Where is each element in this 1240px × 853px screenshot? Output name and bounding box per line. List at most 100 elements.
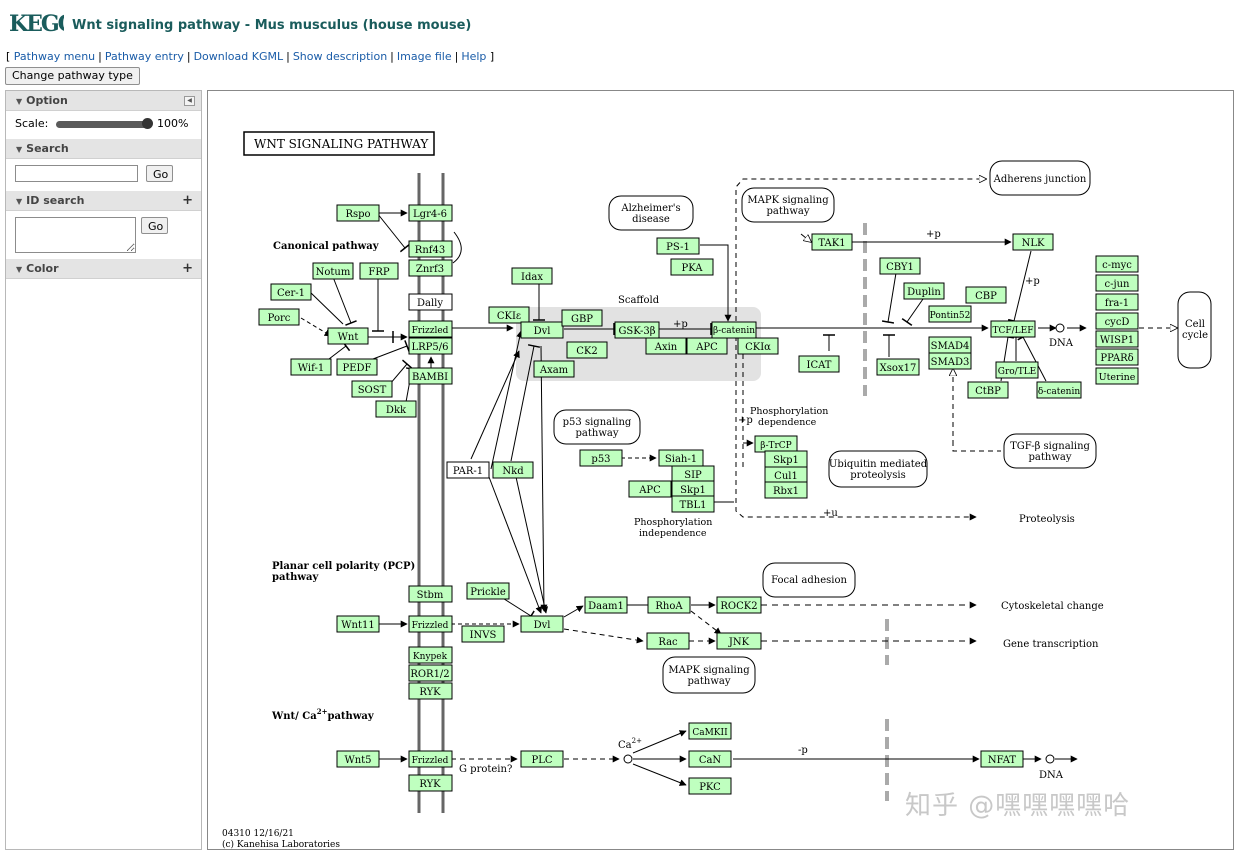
gene-pka[interactable]: PKA [670, 258, 714, 276]
gene-tcf-lef[interactable]: TCF/LEF [990, 320, 1036, 338]
link-show-description[interactable]: Show description [292, 50, 388, 63]
search-go-button[interactable]: Go [146, 165, 173, 182]
gene-dvl-2[interactable]: Dvl [520, 615, 564, 633]
gene-skp1[interactable]: Skp1 [671, 480, 715, 498]
gene-smad3[interactable]: SMAD3 [928, 352, 972, 370]
gene-frp[interactable]: FRP [359, 262, 399, 280]
link-pathway-menu[interactable]: Pathway menu [13, 50, 96, 63]
gene-stbm[interactable]: Stbm [408, 585, 453, 603]
gene-invs[interactable]: INVS [461, 625, 505, 643]
gene-ppard[interactable]: PPARδ [1095, 348, 1139, 366]
gene-lrp5-6[interactable]: LRP5/6 [408, 337, 453, 355]
gene-wisp1[interactable]: WISP1 [1095, 330, 1139, 348]
gene-rock2[interactable]: ROCK2 [716, 596, 762, 614]
gene-frizzled[interactable]: Frizzled [408, 320, 453, 338]
gene-pontin52[interactable]: Pontin52 [928, 305, 972, 323]
link-pathway-entry[interactable]: Pathway entry [104, 50, 184, 63]
gene-icat[interactable]: ICAT [798, 355, 840, 373]
gene-uterine[interactable]: Uterine [1095, 367, 1139, 385]
gene-apc[interactable]: APC [686, 337, 728, 355]
gene-pedf[interactable]: PEDF [336, 358, 378, 376]
pathway-map[interactable]: WNT SIGNALING PATHWAY Canonical pathway … [207, 90, 1234, 850]
gene-wif1[interactable]: Wif-1 [290, 358, 332, 376]
gene-xsox17[interactable]: Xsox17 [876, 358, 920, 376]
gene-tak1[interactable]: TAK1 [811, 233, 853, 251]
gene-jnk[interactable]: JNK [716, 632, 762, 650]
gene-idax[interactable]: Idax [511, 267, 553, 285]
color-header[interactable]: ▼Color + [6, 259, 201, 279]
gene-fra-1[interactable]: fra-1 [1095, 293, 1139, 311]
search-header[interactable]: ▼Search [6, 139, 201, 159]
id-search-textarea[interactable] [15, 217, 136, 253]
gene-ps1[interactable]: PS-1 [656, 237, 700, 255]
gene-ck2[interactable]: CK2 [566, 341, 608, 359]
gene-pkc[interactable]: PKC [688, 777, 732, 795]
gene-rbx1[interactable]: Rbx1 [764, 481, 808, 499]
plus-icon[interactable]: + [182, 261, 193, 276]
gene-can[interactable]: CaN [688, 750, 732, 768]
gene-camkii[interactable]: CaMKII [688, 722, 732, 740]
gene-sip[interactable]: SIP [671, 465, 715, 483]
gene-nfat[interactable]: NFAT [980, 750, 1024, 768]
collapse-left-icon[interactable]: ◀ [184, 96, 195, 106]
gene-znrf3[interactable]: Znrf3 [408, 259, 453, 277]
gene-par-1[interactable]: PAR-1 [446, 461, 490, 479]
gene-dkk[interactable]: Dkk [375, 400, 417, 418]
gene-dally[interactable]: Dally [408, 293, 453, 311]
gene-c-myc[interactable]: c-myc [1095, 255, 1139, 273]
gene-cul1[interactable]: Cul1 [764, 466, 808, 484]
gene-porc[interactable]: Porc [258, 308, 300, 326]
gene-apc-2[interactable]: APC [628, 480, 672, 498]
gene-wnt11[interactable]: Wnt11 [336, 615, 380, 633]
map-focal-adhesion[interactable]: Focal adhesion [762, 562, 856, 598]
link-image-file[interactable]: Image file [396, 50, 452, 63]
gene-gsk3b[interactable]: GSK-3β [614, 321, 660, 339]
gene-dvl[interactable]: Dvl [520, 321, 564, 339]
option-header[interactable]: ▼Option ◀ [6, 91, 201, 111]
gene-plc[interactable]: PLC [520, 750, 564, 768]
plus-icon[interactable]: + [182, 193, 193, 208]
gene-notum[interactable]: Notum [312, 262, 354, 280]
gene-skp1-2[interactable]: Skp1 [764, 450, 808, 468]
gene-delta-catenin[interactable]: δ-catenin [1036, 381, 1082, 399]
gene-duplin[interactable]: Duplin [903, 282, 945, 300]
gene-cbp[interactable]: CBP [965, 286, 1007, 304]
gene-knypek[interactable]: Knypek [408, 646, 453, 664]
gene-ctbp[interactable]: CtBP [967, 381, 1009, 399]
gene-prickle[interactable]: Prickle [466, 582, 510, 600]
scale-slider-thumb[interactable] [142, 118, 153, 129]
gene-gro-tle[interactable]: Gro/TLE [995, 361, 1039, 379]
gene-axam[interactable]: Axam [533, 360, 575, 378]
gene-bambi[interactable]: BAMBI [408, 367, 453, 385]
link-download-kgml[interactable]: Download KGML [193, 50, 284, 63]
gene-smad4[interactable]: SMAD4 [928, 336, 972, 354]
gene-beta-trcp[interactable]: β-TrCP [754, 435, 798, 453]
id-search-header[interactable]: ▼ID search + [6, 191, 201, 211]
map-adherens-junction[interactable]: Adherens junction [989, 160, 1091, 196]
scale-slider-track[interactable] [56, 121, 148, 128]
gene-cer1[interactable]: Cer-1 [270, 283, 312, 301]
gene-beta-catenin[interactable]: β-catenin [711, 321, 757, 339]
gene-wnt5[interactable]: Wnt5 [336, 750, 380, 768]
gene-daam1[interactable]: Daam1 [584, 596, 628, 614]
link-help[interactable]: Help [461, 50, 487, 63]
gene-ryk-2[interactable]: RYK [408, 774, 453, 792]
gene-frizzled-2[interactable]: Frizzled [408, 615, 453, 633]
gene-rspo[interactable]: Rspo [336, 204, 380, 222]
gene-ckia[interactable]: CKIα [737, 337, 779, 355]
kegg-logo[interactable]: KEGG [8, 11, 64, 35]
gene-cby1[interactable]: CBY1 [879, 257, 921, 275]
gene-ryk[interactable]: RYK [408, 682, 453, 700]
gene-nkd[interactable]: Nkd [492, 461, 534, 479]
gene-p53[interactable]: p53 [579, 449, 623, 467]
gene-tbl1[interactable]: TBL1 [671, 495, 715, 513]
gene-siah-1[interactable]: Siah-1 [658, 449, 704, 467]
gene-ckie[interactable]: CKIε [488, 306, 530, 324]
change-pathway-type-button[interactable]: Change pathway type [5, 67, 140, 85]
